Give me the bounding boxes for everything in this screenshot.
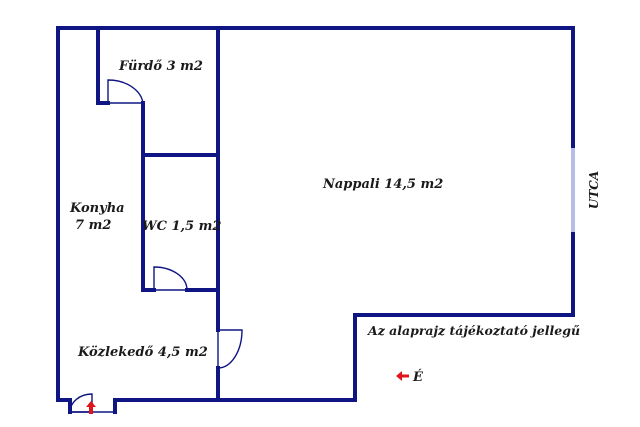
interior-walls	[68, 26, 220, 414]
room-label-nappali: Nappali 14,5 m2	[322, 177, 443, 192]
room-label-kozlekedo: Közlekedő 4,5 m2	[77, 345, 208, 360]
entrance-arrow-icon	[86, 401, 96, 414]
entrance-door	[69, 393, 93, 413]
compass: É	[396, 369, 424, 385]
north-label: É	[412, 369, 424, 385]
room-label-wc: WC 1,5 m2	[142, 219, 221, 234]
room-label-konyha: Konyha	[69, 201, 125, 216]
furdo-door	[107, 79, 144, 104]
kozlekedo-nappali-door	[217, 329, 243, 369]
room-label-konyha-area: 7 m2	[75, 218, 111, 233]
wc-door	[153, 266, 188, 291]
street-label: UTCA	[587, 171, 601, 209]
room-label-furdo: Fürdő 3 m2	[118, 59, 203, 74]
north-arrow-icon	[396, 371, 409, 381]
disclaimer-note: Az alaprajz tájékoztató jellegű	[367, 323, 580, 338]
